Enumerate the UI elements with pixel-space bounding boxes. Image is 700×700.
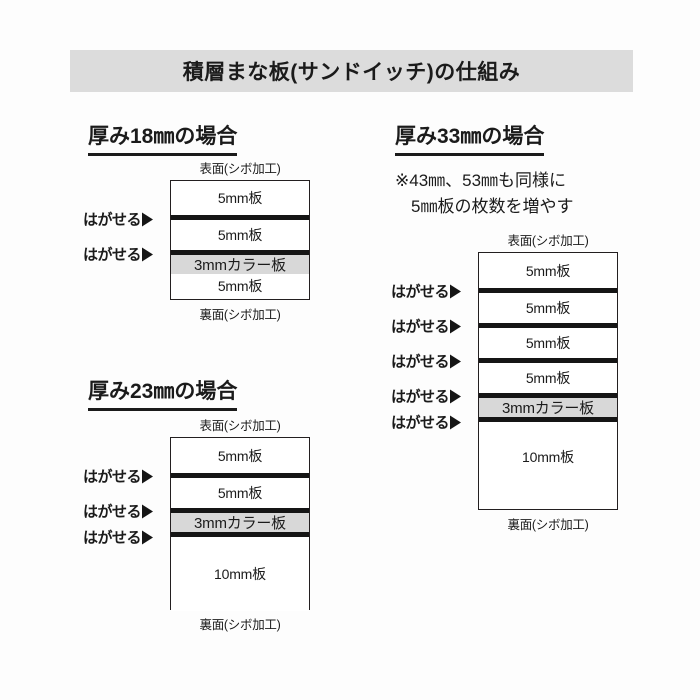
section-heading-18mm: 厚み18㎜の場合 (88, 120, 238, 156)
peel-marker-33mm-2: はがせる (391, 316, 462, 337)
page-title: 積層まな板(サンドイッチ)の仕組み (182, 61, 521, 84)
right-triangle-arrow-icon (450, 319, 462, 333)
face-label-top-18mm: 表面(シボ加工) (199, 162, 281, 176)
peel-marker-18mm-2: はがせる (83, 244, 154, 265)
right-triangle-arrow-icon (142, 530, 154, 544)
face-label-top-33mm: 表面(シボ加工) (507, 234, 589, 248)
layer-18mm-3: 3mmカラー板 (171, 250, 309, 274)
peel-label: はがせる (391, 283, 450, 301)
peel-marker-33mm-3: はがせる (391, 351, 462, 372)
layer-33mm-2: 5mm板 (479, 288, 617, 323)
peel-marker-23mm-2: はがせる (83, 501, 154, 522)
note-line-2: 5㎜板の枚数を増やす (411, 196, 574, 216)
layer-23mm-3: 3mmカラー板 (171, 508, 309, 532)
layer-label: 10mm板 (214, 566, 266, 582)
right-triangle-arrow-icon (450, 389, 462, 403)
layer-33mm-1: 5mm板 (479, 253, 617, 288)
layer-label: 3mmカラー板 (502, 400, 594, 417)
layer-23mm-1: 5mm板 (171, 438, 309, 473)
layer-label: 5mm板 (525, 300, 571, 316)
layer-33mm-5: 3mmカラー板 (479, 393, 617, 417)
layer-label: 10mm板 (522, 448, 574, 465)
peel-marker-33mm-5: はがせる (391, 412, 462, 433)
right-triangle-arrow-icon (142, 469, 154, 483)
peel-label: はがせる (391, 318, 450, 336)
right-triangle-arrow-icon (142, 247, 154, 261)
layer-label: 5mm板 (525, 262, 571, 279)
right-triangle-arrow-icon (142, 504, 154, 518)
stack-box-33mm: 5mm板 5mm板 5mm板 5mm板 3mmカラー板 10mm板 (478, 252, 618, 510)
layer-33mm-3: 5mm板 (479, 323, 617, 358)
face-label-bottom-23mm: 裏面(シボ加工) (199, 618, 281, 632)
stack-box-18mm: 5mm板 5mm板 3mmカラー板 5mm板 (170, 180, 310, 300)
section-heading-23mm: 厚み23㎜の場合 (88, 375, 238, 411)
board-stack-33mm: 表面(シボ加工) 5mm板 5mm板 5mm板 5mm板 3mmカラー板 10m… (478, 230, 618, 533)
right-triangle-arrow-icon (450, 415, 462, 429)
section-note-33mm: ※43㎜、53㎜も同様に 5㎜板の枚数を増やす (395, 168, 573, 219)
peel-label: はがせる (83, 529, 142, 547)
layer-label: 5mm板 (217, 227, 263, 243)
peel-label: はがせる (83, 468, 142, 486)
layer-33mm-6: 10mm板 (479, 417, 617, 491)
face-label-bottom-18mm: 裏面(シボ加工) (199, 308, 281, 322)
layer-label: 5mm板 (217, 447, 263, 464)
note-line-1: ※43㎜、53㎜も同様に (395, 171, 567, 190)
peel-marker-23mm-3: はがせる (83, 527, 154, 548)
peel-label: はがせる (391, 414, 450, 432)
layer-23mm-4: 10mm板 (171, 532, 309, 611)
layer-label: 5mm板 (217, 278, 263, 294)
layer-18mm-2: 5mm板 (171, 215, 309, 250)
layer-label: 5mm板 (525, 335, 571, 351)
section-heading-33mm: 厚み33㎜の場合 (395, 120, 545, 156)
layer-label: 3mmカラー板 (194, 257, 286, 274)
peel-marker-33mm-1: はがせる (391, 281, 462, 302)
peel-label: はがせる (83, 246, 142, 264)
layer-label: 3mmカラー板 (194, 515, 286, 532)
right-triangle-arrow-icon (142, 212, 154, 226)
face-label-bottom-33mm: 裏面(シボ加工) (507, 518, 589, 532)
layer-33mm-4: 5mm板 (479, 358, 617, 393)
right-triangle-arrow-icon (450, 284, 462, 298)
peel-marker-23mm-1: はがせる (83, 466, 154, 487)
layer-23mm-2: 5mm板 (171, 473, 309, 508)
peel-label: はがせる (391, 388, 450, 406)
stack-box-23mm: 5mm板 5mm板 3mmカラー板 10mm板 (170, 437, 310, 611)
layer-label: 5mm板 (217, 485, 263, 501)
board-stack-18mm: 表面(シボ加工) 5mm板 5mm板 3mmカラー板 5mm板 裏面(シボ加工) (170, 158, 310, 323)
right-triangle-arrow-icon (450, 354, 462, 368)
layer-label: 5mm板 (525, 370, 571, 386)
peel-label: はがせる (83, 211, 142, 229)
peel-label: はがせる (83, 503, 142, 521)
layer-label: 5mm板 (217, 190, 263, 206)
peel-label: はがせる (391, 353, 450, 371)
peel-marker-18mm-1: はがせる (83, 209, 154, 230)
diagram-title-banner: 積層まな板(サンドイッチ)の仕組み (70, 50, 633, 92)
peel-marker-33mm-4: はがせる (391, 386, 462, 407)
layer-18mm-4: 5mm板 (171, 274, 309, 298)
face-label-top-23mm: 表面(シボ加工) (199, 419, 281, 433)
board-stack-23mm: 表面(シボ加工) 5mm板 5mm板 3mmカラー板 10mm板 裏面(シボ加工… (170, 415, 310, 633)
layer-18mm-1: 5mm板 (171, 181, 309, 215)
